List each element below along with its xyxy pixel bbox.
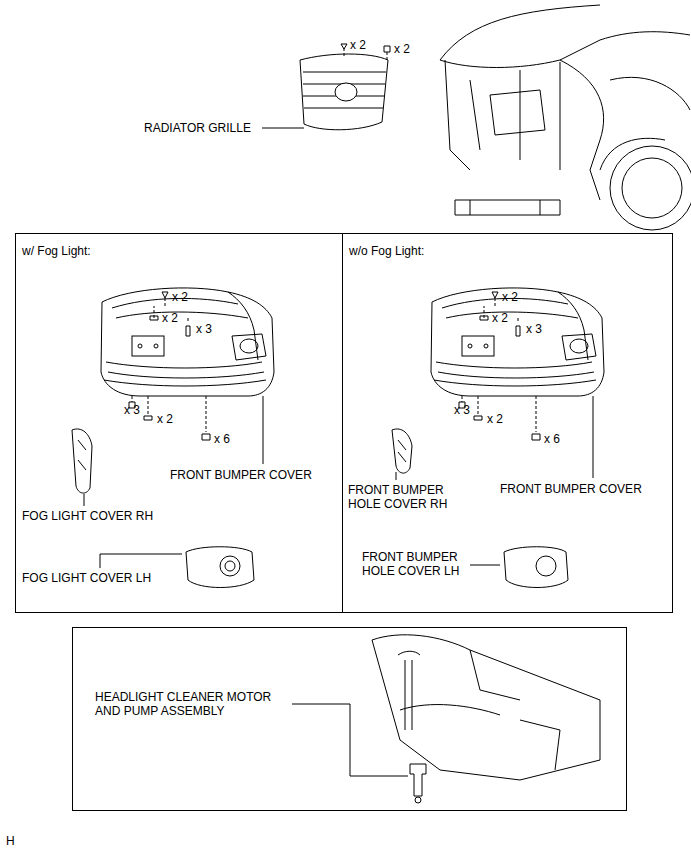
illustration-stroke	[303, 72, 386, 108]
part-name: FOG LIGHT COVER RH	[22, 509, 153, 523]
illustration-stroke	[300, 54, 388, 130]
illustration-stroke	[410, 764, 426, 796]
illustration-stroke	[398, 651, 420, 730]
part-name: FRONT BUMPER COVER	[170, 468, 312, 482]
panel-heading: w/o Fog Light:	[349, 244, 424, 258]
illustration-stroke	[263, 396, 264, 464]
illustration-stroke	[560, 60, 604, 200]
illustration-stroke	[455, 200, 560, 215]
illustration-stroke	[78, 440, 86, 470]
quantity-callout: x 2	[157, 412, 173, 426]
quantity-callout: x 6	[214, 432, 230, 446]
illustration-stroke	[431, 288, 604, 440]
illustration-stroke	[415, 797, 421, 803]
illustration-stroke	[440, 5, 690, 68]
illustration-stroke	[610, 146, 691, 230]
illustration-stroke	[622, 158, 682, 218]
illustration-stroke	[220, 556, 240, 576]
illustration-stroke	[186, 547, 254, 588]
part-name: FRONT BUMPER HOLE COVER LH	[362, 550, 470, 578]
part-name: RADIATOR GRILLE	[144, 121, 251, 135]
illustration-stroke	[292, 704, 408, 776]
quantity-callout: x 2	[502, 290, 518, 304]
illustration-stroke	[600, 138, 665, 170]
illustration-stroke	[392, 429, 412, 473]
illustration-stroke	[536, 556, 556, 576]
quantity-callout: x 2	[487, 412, 503, 426]
illustration-stroke	[610, 77, 690, 110]
panel-heading: w/ Fog Light:	[22, 244, 91, 258]
part-name: FRONT BUMPER COVER	[500, 482, 642, 496]
illustration-stroke	[593, 396, 594, 478]
quantity-callout: x 3	[124, 403, 140, 417]
quantity-callout: x 3	[454, 403, 470, 417]
quantity-callout: x 3	[526, 322, 542, 336]
quantity-callout: x 2	[394, 42, 410, 56]
part-name: HEADLIGHT CLEANER MOTOR AND PUMP ASSEMBL…	[95, 690, 281, 718]
quantity-callout: x 2	[162, 311, 178, 325]
illustration-stroke	[398, 440, 406, 462]
illustration-stroke	[445, 60, 560, 170]
illustration-stroke	[100, 554, 182, 568]
illustration-stroke	[490, 90, 545, 135]
detail-panel: HEADLIGHT CLEANER MOTOR AND PUMP ASSEMBL…	[72, 627, 627, 811]
illustration-stroke	[335, 83, 357, 101]
illustration-stroke	[72, 429, 92, 493]
illustration-stroke	[101, 288, 274, 440]
illustration-stroke	[504, 547, 568, 588]
quantity-callout: x 3	[196, 322, 212, 336]
illustration-stroke	[396, 472, 397, 480]
part-name: FOG LIGHT COVER LH	[22, 571, 151, 585]
quantity-callout: x 2	[492, 311, 508, 325]
illustration-stroke	[225, 561, 235, 571]
quantity-callout: x 2	[172, 290, 188, 304]
quantity-callout: x 6	[544, 432, 560, 446]
illustration-stroke	[400, 705, 560, 770]
quantity-callout: x 2	[350, 38, 366, 52]
part-name: FRONT BUMPER HOLE COVER RH	[348, 483, 456, 511]
illustration-stroke	[470, 565, 500, 566]
illustration-stroke	[372, 635, 600, 780]
figure-code: H	[6, 834, 15, 848]
illustration-stroke	[470, 650, 520, 700]
illustration-stroke	[262, 128, 304, 129]
illustration-stroke	[84, 494, 85, 506]
